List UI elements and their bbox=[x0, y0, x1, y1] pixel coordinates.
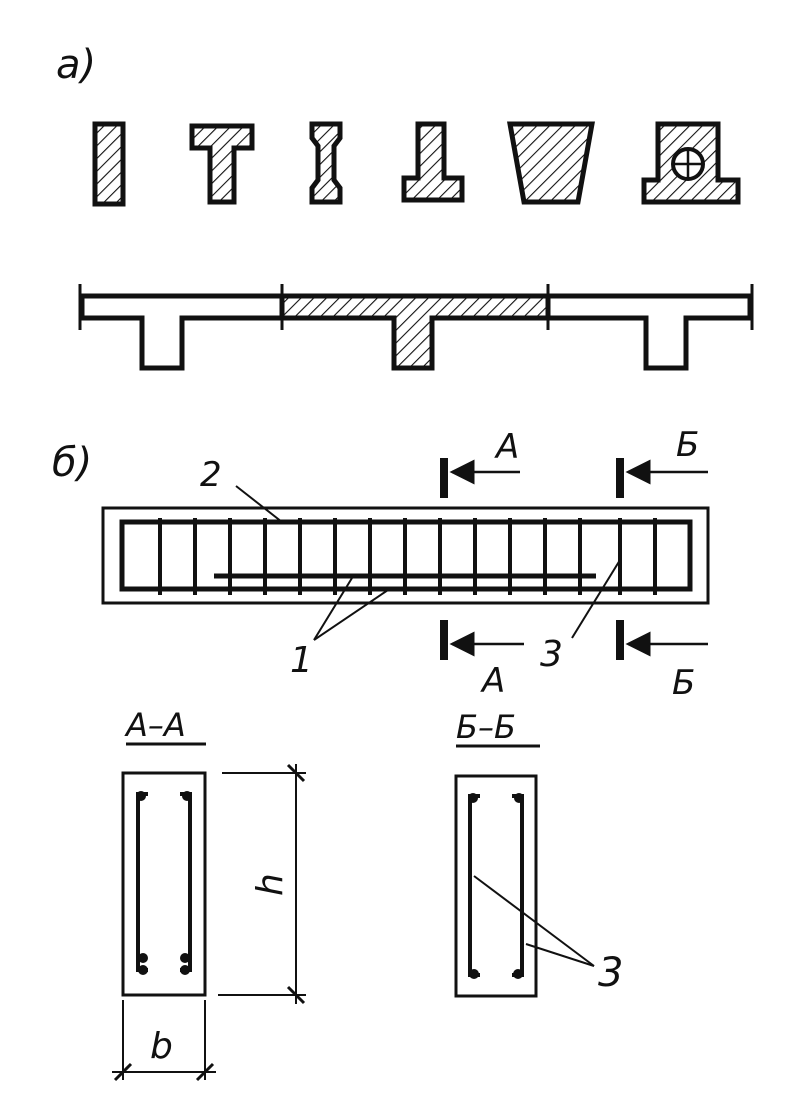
section-aa-title: A–A bbox=[124, 706, 186, 744]
section-bb bbox=[454, 774, 538, 998]
section-bb-title: Б–Б bbox=[456, 708, 516, 746]
section-mark-b: Б Б bbox=[616, 425, 708, 703]
callout-3: 3 bbox=[540, 634, 563, 675]
bar-top-left bbox=[136, 791, 146, 801]
section-aa bbox=[121, 771, 207, 997]
bar-bottom-right-2 bbox=[180, 965, 190, 975]
section-mark-b-bottom-label: Б bbox=[672, 663, 695, 703]
beam-outline bbox=[101, 506, 710, 605]
callout-2: 2 bbox=[200, 455, 222, 495]
section-rectangular bbox=[92, 121, 126, 207]
stirrups bbox=[158, 518, 657, 595]
section-i-shaped bbox=[309, 121, 343, 205]
dimension-h: h bbox=[218, 763, 306, 1005]
beam-cross-sections bbox=[92, 121, 741, 207]
section-mark-a: A A bbox=[440, 427, 524, 701]
dimension-b: b bbox=[112, 1000, 216, 1082]
section-mark-a-bottom-label: A bbox=[480, 661, 505, 701]
slab-t-beam-hatched bbox=[279, 293, 551, 371]
section-mark-a-top-label: A bbox=[494, 427, 519, 467]
callout-1: 1 bbox=[290, 640, 313, 681]
section-bb-outline bbox=[454, 774, 538, 998]
section-trapezoidal bbox=[507, 121, 595, 205]
section-t-shaped bbox=[189, 123, 255, 205]
beam-elevation bbox=[101, 506, 710, 605]
bar-bottom-left-2 bbox=[138, 965, 148, 975]
bar-bottom-right-1 bbox=[180, 953, 190, 963]
section-aa-outline bbox=[121, 771, 207, 997]
ribbed-slab-section bbox=[78, 284, 754, 371]
dimension-b-label: b bbox=[150, 1026, 173, 1067]
dimension-h-label: h bbox=[250, 873, 291, 896]
callout-3-section: 3 bbox=[598, 950, 623, 996]
part-a-label: a) bbox=[56, 42, 96, 88]
bar-bottom-left-1 bbox=[138, 953, 148, 963]
bar-top-right bbox=[182, 791, 192, 801]
section-mark-b-top-label: Б bbox=[676, 425, 699, 465]
section-inverted-t bbox=[401, 121, 465, 203]
part-b-label: б) bbox=[52, 440, 92, 486]
